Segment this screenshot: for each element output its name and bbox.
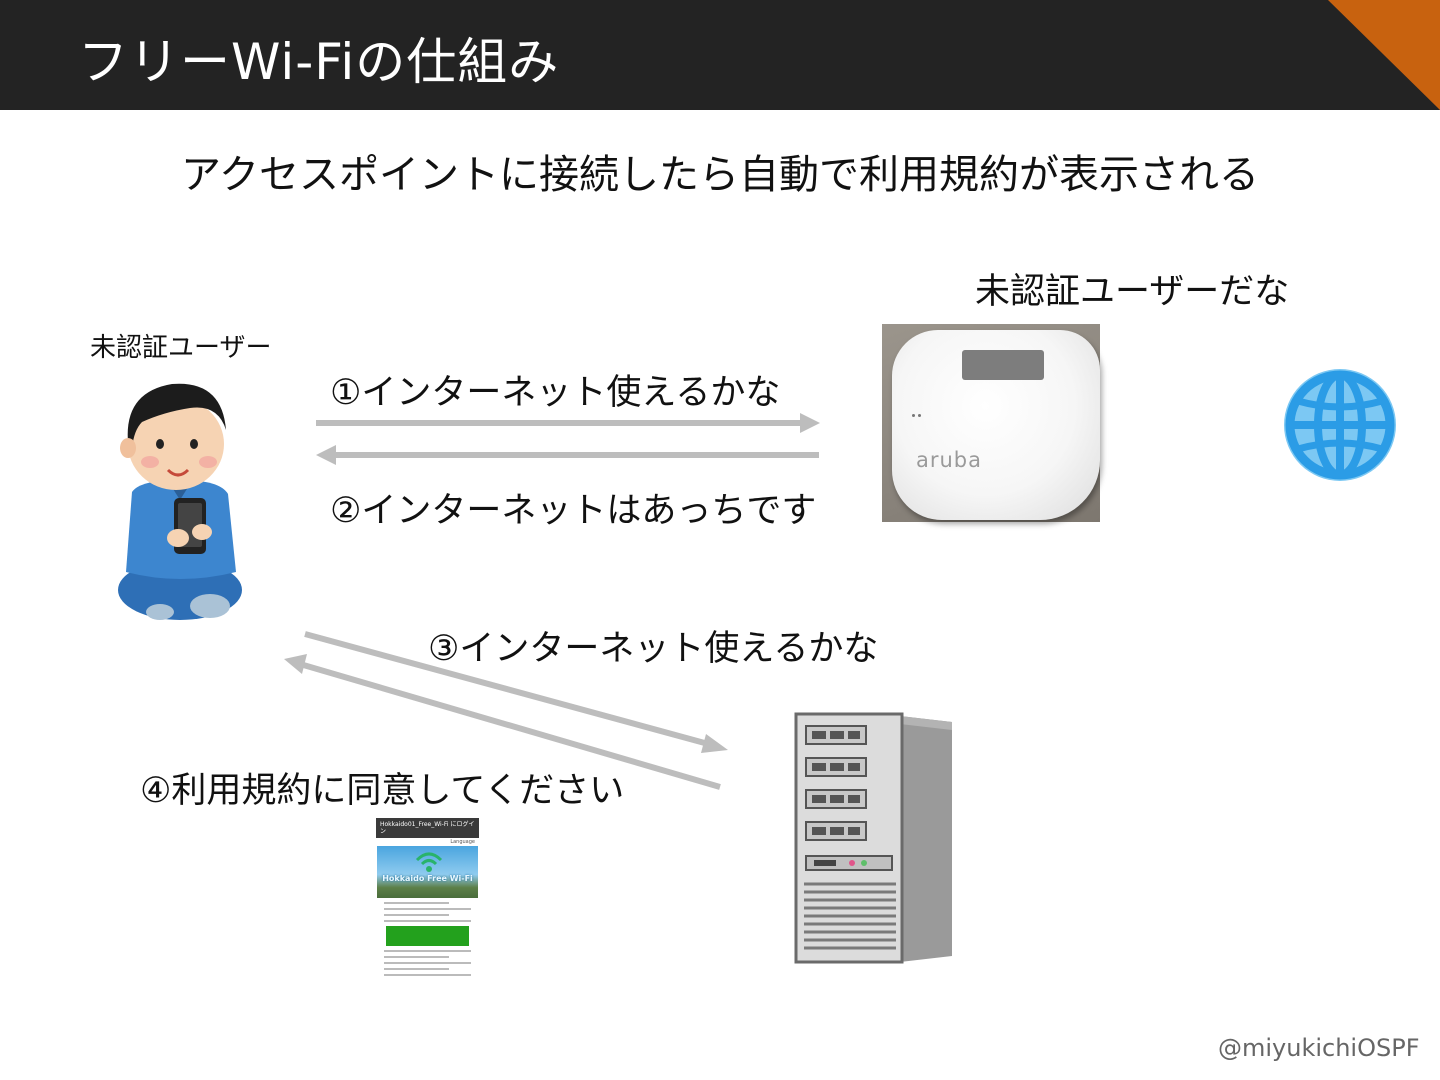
terms-text-line [384,974,471,976]
terms-language-link: Language [450,839,475,845]
terms-text-line [384,908,471,910]
author-credit: @miyukichiOSPF [1218,1034,1420,1062]
user-label: 未認証ユーザー [90,333,272,363]
terms-text-line [384,920,471,922]
access-point-body: aruba [892,330,1100,520]
access-point-caption: 未認証ユーザーだな [975,272,1290,312]
terms-text-line [384,914,449,916]
terms-of-use-screenshot: Hokkaido01_Free_Wi-Fi にログイン Language Hok… [376,818,479,1001]
terms-window-title: Hokkaido01_Free_Wi-Fi にログイン [376,818,479,838]
terms-text-line [384,956,449,958]
step-1-label: ①インターネット使えるかな [330,373,781,413]
tower-server-icon [794,712,952,964]
arrow-step-3 [304,631,728,753]
person-with-smartphone-icon [118,383,242,620]
terms-text-line [384,968,449,970]
corner-accent [1328,0,1440,110]
access-point-logo: aruba [916,448,983,472]
step-3-label: ③インターネット使えるかな [428,629,879,669]
arrow-step-2 [316,445,819,465]
terms-text-line [384,902,449,904]
wifi-icon [415,852,443,872]
access-point-display [962,350,1044,380]
step-2-label: ②インターネットはあっちです [330,491,817,531]
access-point-leds [912,402,924,417]
terms-text-line [384,962,471,964]
slide-subtitle: アクセスポイントに接続したら自動で利用規約が表示される [181,152,1259,198]
terms-banner-title: Hokkaido Free Wi-Fi [382,874,473,883]
terms-banner: Hokkaido Free Wi-Fi [377,846,478,898]
slide-header: フリーWi-Fiの仕組み [0,0,1440,110]
wireless-access-point-icon: aruba [882,324,1100,522]
slide-title: フリーWi-Fiの仕組み [78,33,560,91]
arrow-step-1 [316,413,820,433]
globe-icon [1284,369,1396,481]
step-4-label: ④利用規約に同意してください [140,771,625,811]
arrow-step-4 [284,654,721,790]
terms-agree-notice [386,926,469,946]
terms-text-line [384,950,471,952]
